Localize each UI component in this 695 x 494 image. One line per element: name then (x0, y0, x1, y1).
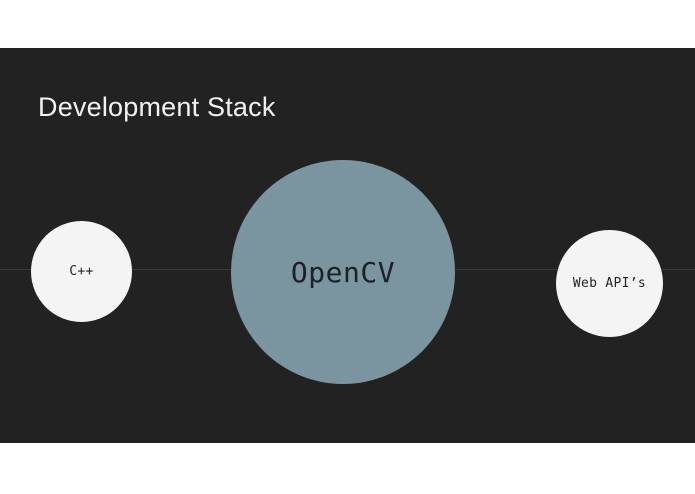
page-title: Development Stack (38, 92, 276, 122)
slide-canvas: Development Stack C++ OpenCV Web API’s (0, 48, 695, 443)
diagram-node-webapis[interactable]: Web API’s (556, 230, 663, 337)
diagram-node-cpp-label: C++ (69, 264, 94, 279)
diagram-node-cpp[interactable]: C++ (31, 221, 132, 322)
diagram-node-opencv[interactable]: OpenCV (231, 160, 455, 384)
diagram-node-opencv-label: OpenCV (290, 255, 396, 289)
diagram-node-webapis-label: Web API’s (572, 276, 647, 291)
